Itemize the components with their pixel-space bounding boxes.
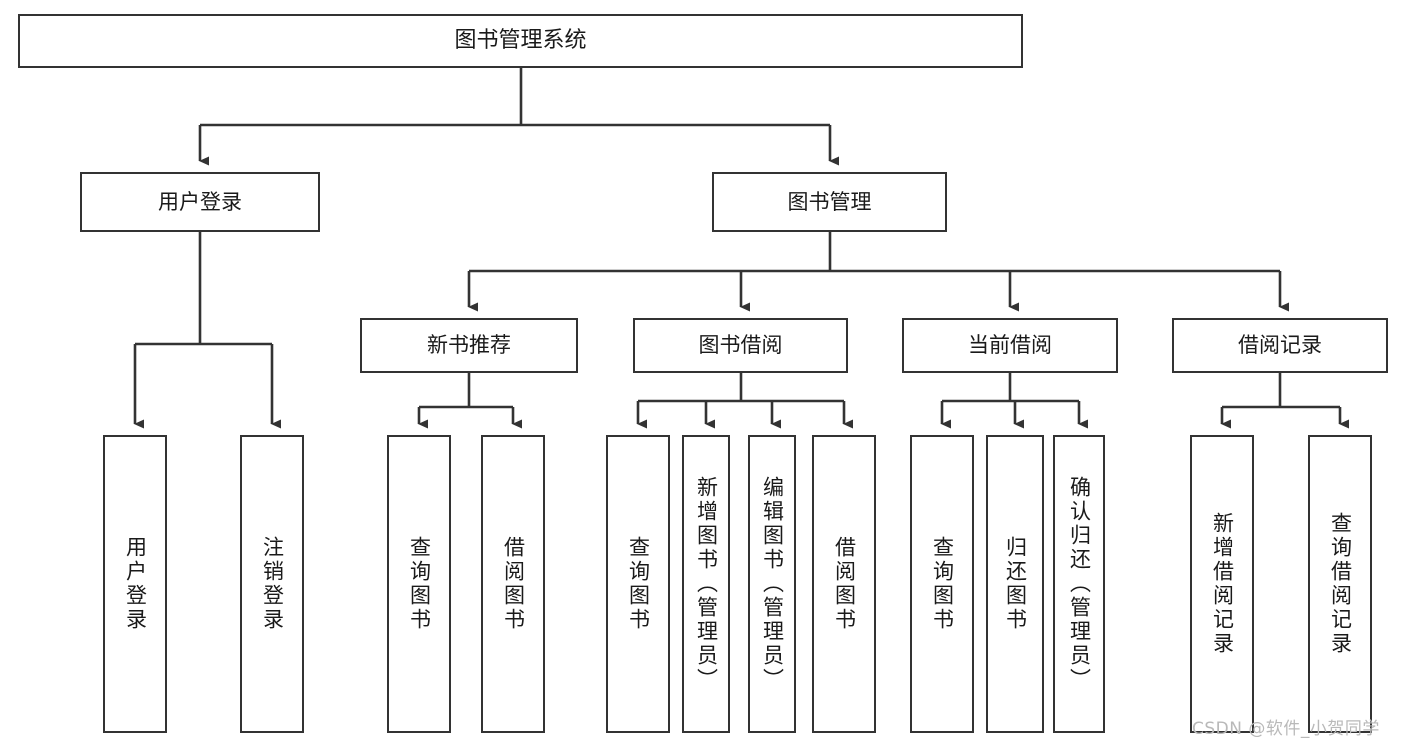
node-leaf-add-book[interactable]: 新增图书（管理员） (682, 435, 730, 733)
node-leaf-confirm-ret[interactable]: 确认归还（管理员） (1053, 435, 1105, 733)
node-leaf-query-book-2[interactable]: 查询图书 (606, 435, 670, 733)
node-leaf-logout[interactable]: 注销登录 (240, 435, 304, 733)
node-leaf-add-record[interactable]: 新增借阅记录 (1190, 435, 1254, 733)
node-label: 查询图书 (930, 536, 955, 632)
node-leaf-query-book-3[interactable]: 查询图书 (910, 435, 974, 733)
node-book-manage[interactable]: 图书管理 (712, 172, 947, 232)
node-label: 编辑图书（管理员） (760, 476, 785, 692)
node-borrow-record[interactable]: 借阅记录 (1172, 318, 1388, 373)
node-leaf-user-login[interactable]: 用户登录 (103, 435, 167, 733)
node-label: 当前借阅 (968, 333, 1052, 358)
node-label: 用户登录 (123, 536, 148, 632)
node-user-login[interactable]: 用户登录 (80, 172, 320, 232)
node-new-book-rec[interactable]: 新书推荐 (360, 318, 578, 373)
node-leaf-borrow-book-2[interactable]: 借阅图书 (812, 435, 876, 733)
node-label: 确认归还（管理员） (1067, 476, 1092, 692)
node-leaf-return-book[interactable]: 归还图书 (986, 435, 1044, 733)
node-label: 查询借阅记录 (1328, 512, 1353, 656)
node-leaf-query-book-1[interactable]: 查询图书 (387, 435, 451, 733)
node-label: 归还图书 (1003, 536, 1028, 632)
node-label: 借阅图书 (501, 536, 526, 632)
node-label: 新增图书（管理员） (694, 476, 719, 692)
node-root[interactable]: 图书管理系统 (18, 14, 1023, 68)
node-leaf-query-record[interactable]: 查询借阅记录 (1308, 435, 1372, 733)
node-label: 图书管理系统 (454, 28, 587, 54)
node-leaf-borrow-book-1[interactable]: 借阅图书 (481, 435, 545, 733)
node-label: 用户登录 (158, 189, 242, 214)
node-label: 借阅记录 (1238, 333, 1322, 358)
node-label: 图书管理 (787, 189, 872, 214)
node-label: 查询图书 (626, 536, 651, 632)
node-label: 图书借阅 (698, 333, 783, 358)
node-current-borrow[interactable]: 当前借阅 (902, 318, 1118, 373)
node-label: 查询图书 (407, 536, 432, 632)
node-book-borrow[interactable]: 图书借阅 (633, 318, 848, 373)
node-leaf-edit-book[interactable]: 编辑图书（管理员） (748, 435, 796, 733)
node-label: 借阅图书 (832, 536, 857, 632)
node-label: 新增借阅记录 (1210, 512, 1235, 656)
csdn-watermark: CSDN @软件_小贺同学 (1192, 719, 1380, 739)
node-label: 注销登录 (260, 536, 285, 632)
node-label: 新书推荐 (427, 333, 511, 358)
